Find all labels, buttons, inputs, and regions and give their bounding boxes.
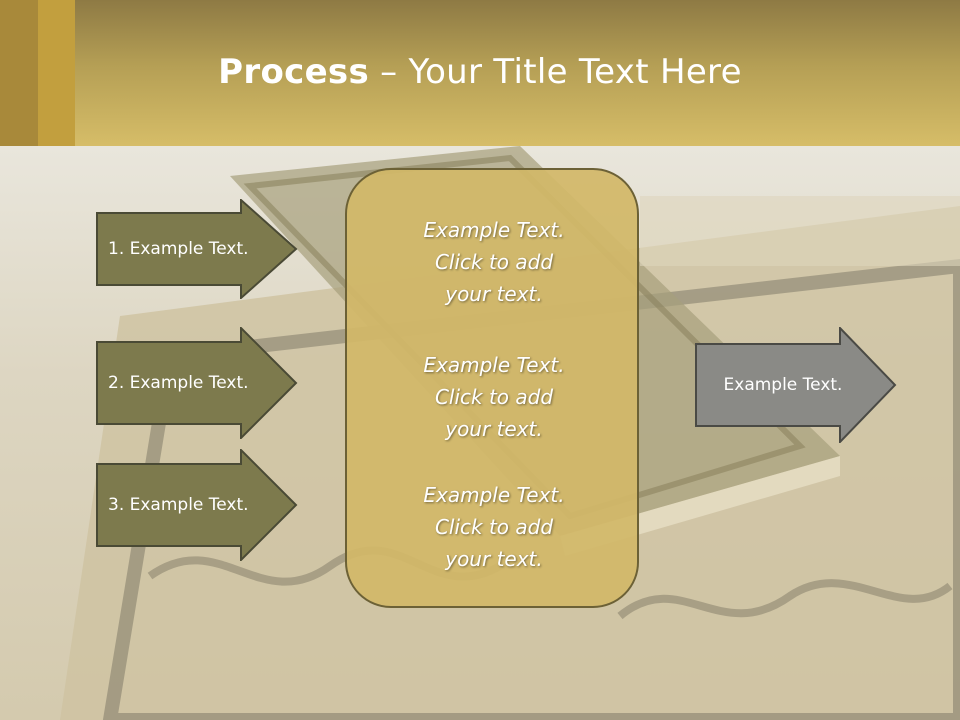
text-line: Click to add [434, 250, 554, 274]
text-line: Click to add [434, 385, 554, 409]
arrow-right-shape [96, 449, 298, 561]
arrow-right-shape [96, 327, 298, 439]
header-accent-stripe [0, 0, 38, 146]
step-label: 3. Example Text. [108, 495, 249, 515]
title-bar: Process – Your Title Text Here [0, 0, 960, 146]
slide-title[interactable]: Process – Your Title Text Here [0, 52, 960, 92]
arrow-right-shape [96, 199, 298, 299]
text-line: Example Text. [423, 483, 565, 507]
process-step-2-arrow[interactable]: 2. Example Text. [96, 327, 298, 439]
step-label: 1. Example Text. [108, 239, 249, 259]
process-step-3-arrow[interactable]: 3. Example Text. [96, 449, 298, 561]
step-label: 2. Example Text. [108, 373, 249, 393]
title-bold: Process [218, 52, 370, 92]
process-step-1-arrow[interactable]: 1. Example Text. [96, 199, 298, 299]
text-line: Example Text. [423, 218, 565, 242]
text-block-2[interactable]: Example Text. Click to add your text. [347, 349, 641, 445]
text-line: your text. [445, 282, 543, 306]
arrow-right-shape [695, 327, 897, 443]
header-accent-stripe [38, 0, 75, 146]
center-text-box[interactable]: Example Text. Click to add your text. Ex… [345, 168, 639, 608]
text-line: Example Text. [423, 353, 565, 377]
result-arrow[interactable]: Example Text. [695, 327, 897, 443]
text-block-3[interactable]: Example Text. Click to add your text. [347, 479, 641, 575]
text-line: your text. [445, 417, 543, 441]
title-rest: – Your Title Text Here [369, 52, 742, 92]
text-line: Click to add [434, 515, 554, 539]
text-block-1[interactable]: Example Text. Click to add your text. [347, 214, 641, 310]
text-line: your text. [445, 547, 543, 571]
result-label: Example Text. [723, 375, 843, 395]
